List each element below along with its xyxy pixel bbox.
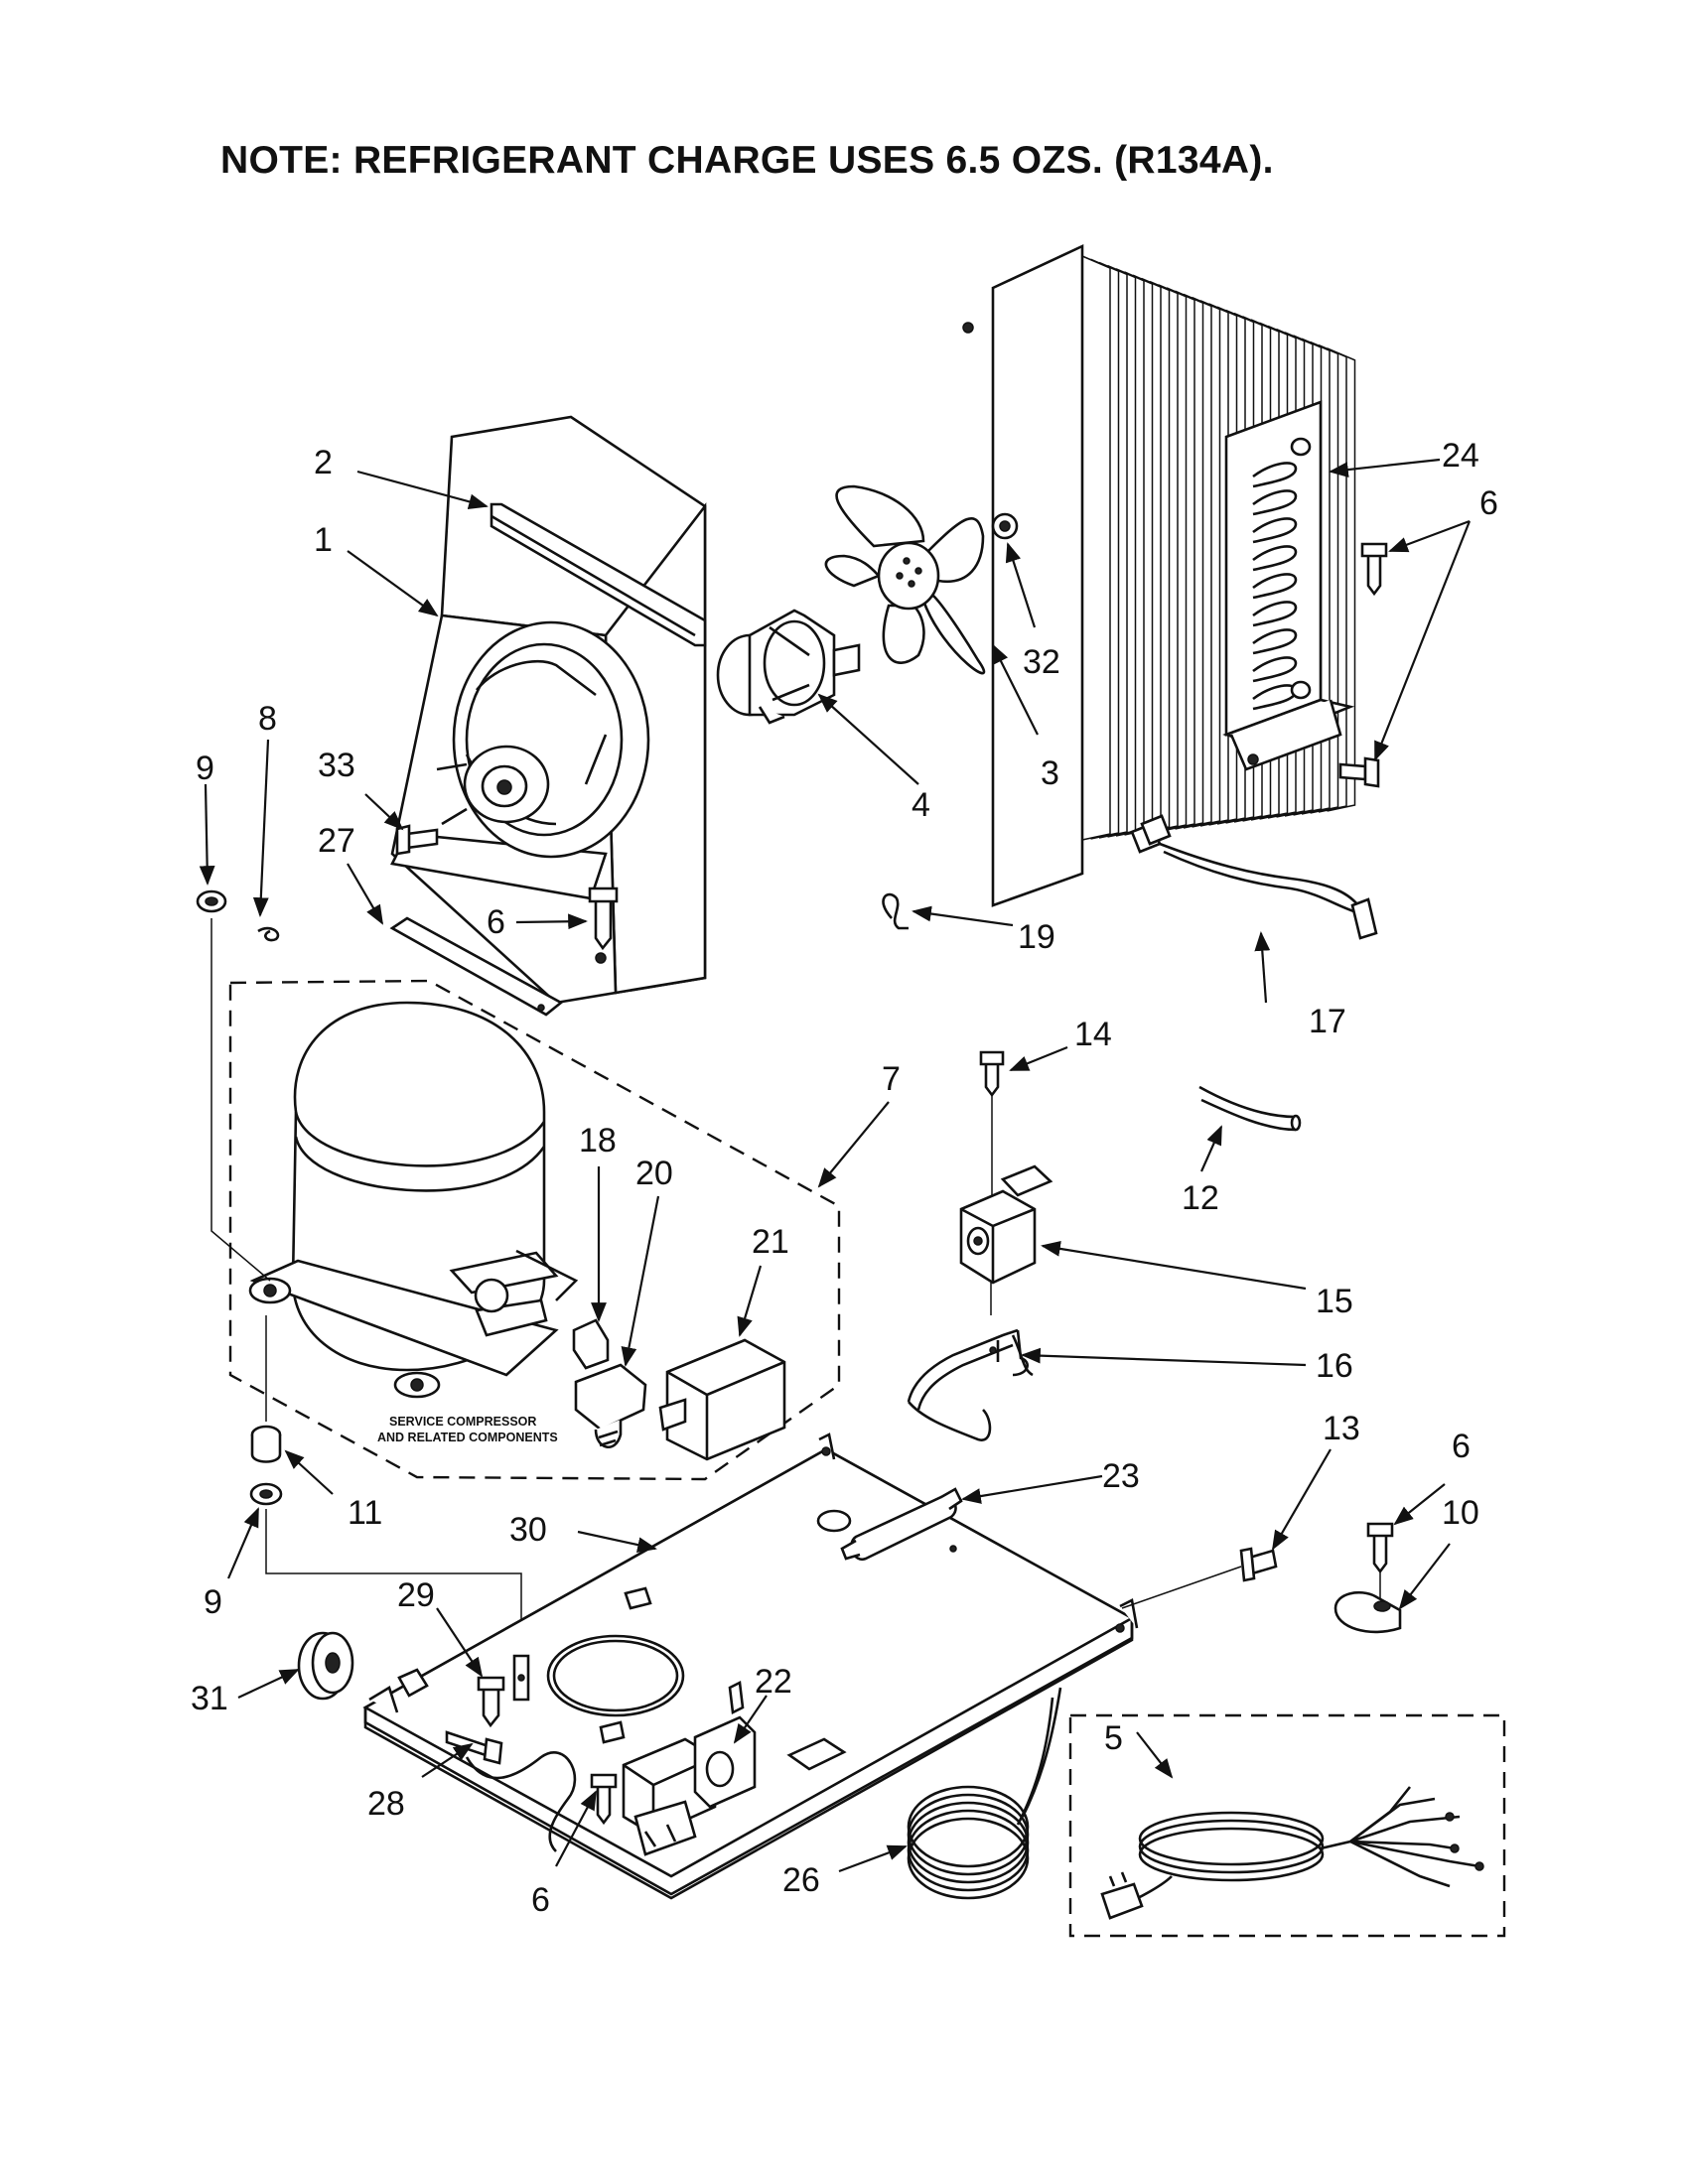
washer-part-9-top bbox=[196, 889, 227, 913]
callout-13: 13 bbox=[1323, 1410, 1360, 1447]
screw-part-6-lower bbox=[590, 1773, 618, 1826]
fan-motor-part-4 bbox=[716, 609, 861, 725]
callout-11: 11 bbox=[348, 1494, 382, 1532]
wire-harness-part-17 bbox=[1130, 814, 1378, 940]
callout-9-bottom: 9 bbox=[204, 1583, 222, 1621]
callout-27: 27 bbox=[318, 822, 355, 860]
callout-29: 29 bbox=[397, 1576, 435, 1614]
fan-blade-part-3 bbox=[824, 484, 986, 675]
inset-label-line-2: AND RELATED COMPONENTS bbox=[377, 1431, 558, 1444]
capillary-coil-part-26 bbox=[907, 1687, 1062, 1900]
callout-10: 10 bbox=[1442, 1494, 1479, 1532]
screw-part-6-condenser-top bbox=[1360, 542, 1388, 597]
clamp-part-10 bbox=[1333, 1591, 1402, 1634]
callout-1: 1 bbox=[314, 521, 333, 559]
capacitor-cover-part-21 bbox=[658, 1338, 786, 1461]
tube-part-12 bbox=[1198, 1085, 1302, 1132]
callout-6-condenser: 6 bbox=[1479, 484, 1498, 522]
callout-22: 22 bbox=[755, 1663, 792, 1701]
stud-part-lower-centerline bbox=[512, 1654, 530, 1702]
fan-shroud-part-1 bbox=[390, 415, 707, 1005]
callout-numbers: 2 1 24 6 32 3 4 33 27 6 8 9 19 17 14 12 … bbox=[191, 437, 1498, 1919]
grommet-part-11 bbox=[250, 1425, 282, 1463]
callout-33: 33 bbox=[318, 747, 355, 784]
callout-18: 18 bbox=[579, 1122, 617, 1160]
callout-21: 21 bbox=[752, 1223, 789, 1261]
leader-lines bbox=[199, 458, 1472, 1873]
callout-23: 23 bbox=[1102, 1457, 1140, 1495]
washer-part-9-bottom bbox=[249, 1482, 283, 1506]
callout-15: 15 bbox=[1316, 1283, 1353, 1320]
pulley-part-31 bbox=[297, 1631, 354, 1701]
callout-5: 5 bbox=[1104, 1719, 1123, 1757]
screw-part-29 bbox=[477, 1676, 505, 1728]
callout-24: 24 bbox=[1442, 437, 1479, 475]
wire-tie-part-19 bbox=[882, 892, 909, 930]
callout-28: 28 bbox=[367, 1785, 405, 1823]
callout-31: 31 bbox=[191, 1680, 228, 1717]
inset-label-line-1: SERVICE COMPRESSOR bbox=[389, 1415, 536, 1429]
clip-part-8 bbox=[257, 926, 280, 942]
callout-6-bracket: 6 bbox=[487, 903, 505, 941]
screw-part-6-right bbox=[1366, 1522, 1394, 1603]
base-pan-part-30 bbox=[362, 1433, 1139, 1900]
callout-32: 32 bbox=[1023, 643, 1060, 681]
callout-6-lower: 6 bbox=[531, 1881, 550, 1919]
screw-part-6-condenser-bottom bbox=[1338, 756, 1380, 788]
callout-20: 20 bbox=[635, 1155, 673, 1192]
callout-26: 26 bbox=[782, 1861, 820, 1899]
screw-part-33 bbox=[395, 824, 439, 856]
callout-6-right: 6 bbox=[1452, 1428, 1471, 1465]
screw-part-14 bbox=[979, 1050, 1005, 1201]
solenoid-coil-part-15 bbox=[959, 1164, 1053, 1315]
drier-part-23 bbox=[840, 1487, 963, 1562]
callout-16: 16 bbox=[1316, 1347, 1353, 1385]
process-tube bbox=[465, 1751, 577, 1852]
callout-12: 12 bbox=[1182, 1179, 1219, 1217]
refrigerant-note: NOTE: REFRIGERANT CHARGE USES 6.5 OZS. (… bbox=[220, 139, 1274, 182]
callout-3: 3 bbox=[1041, 754, 1059, 792]
callout-14: 14 bbox=[1074, 1016, 1112, 1053]
callout-7: 7 bbox=[882, 1060, 901, 1098]
power-cord-boundary bbox=[1068, 1713, 1506, 1938]
callout-4: 4 bbox=[912, 786, 930, 824]
compressor-body bbox=[248, 1001, 579, 1399]
mounting-centerlines bbox=[210, 918, 522, 1648]
screw-part-13 bbox=[1121, 1547, 1278, 1609]
plate-part-27 bbox=[389, 916, 564, 1017]
washer-part-32 bbox=[991, 512, 1019, 540]
bracket-part-16 bbox=[907, 1328, 1034, 1441]
relay-part-20 bbox=[574, 1363, 647, 1448]
callout-9-top: 9 bbox=[196, 750, 214, 787]
gasket-strip-part-2 bbox=[490, 502, 707, 647]
condenser-part-24 bbox=[962, 243, 1356, 907]
power-cord-part-5 bbox=[1100, 1786, 1484, 1920]
callout-8: 8 bbox=[258, 700, 277, 738]
callout-17: 17 bbox=[1309, 1003, 1346, 1040]
overload-part-18 bbox=[572, 1318, 610, 1370]
compressor-assembly-boundary-part-7 bbox=[228, 979, 841, 1481]
callout-2: 2 bbox=[314, 444, 333, 481]
screw-part-6-bracket bbox=[588, 887, 619, 951]
callout-30: 30 bbox=[509, 1511, 547, 1549]
callout-19: 19 bbox=[1018, 918, 1055, 956]
